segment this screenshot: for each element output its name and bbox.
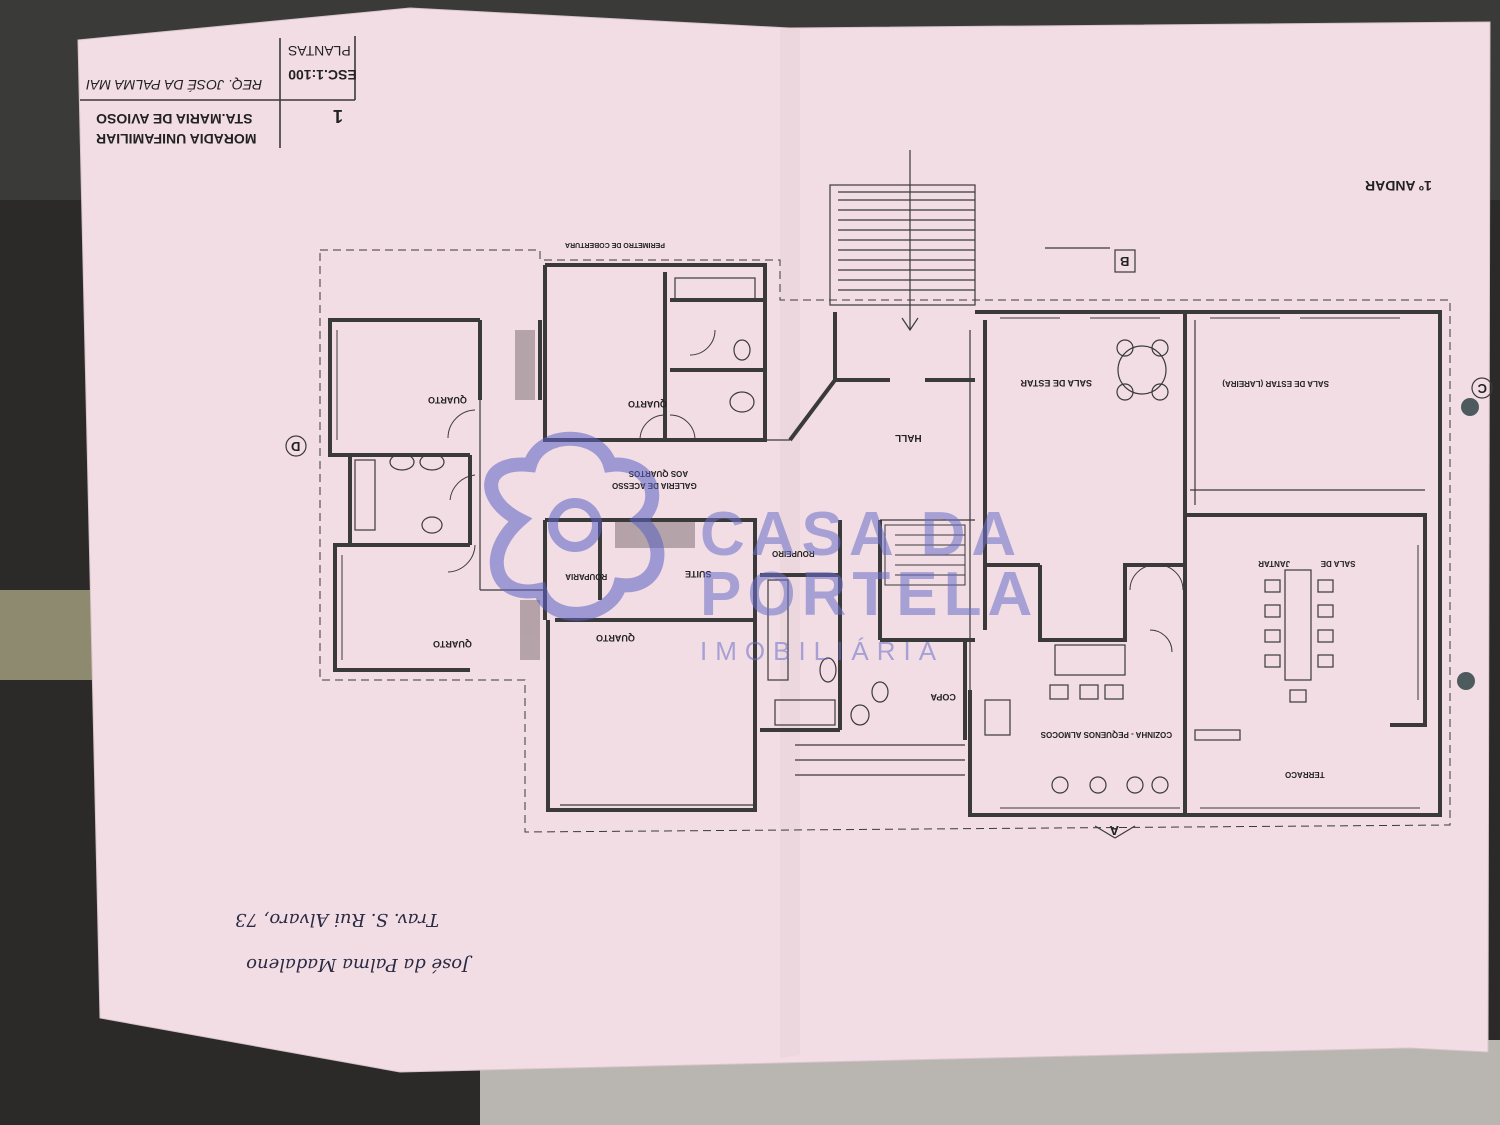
furniture	[984, 339, 1334, 794]
section-markers	[285, 247, 1493, 839]
bathroom-fixtures	[354, 277, 889, 726]
room-label-galeria-2: AOS QUARTOS	[628, 469, 688, 478]
watermark-line3: IMOBILIÁRIA	[700, 636, 944, 666]
punch-hole	[1457, 672, 1475, 690]
room-label-copa: COPA	[930, 692, 956, 702]
watermark-line2: PORTELA	[700, 560, 1038, 629]
watermark-line1: CASA DA	[700, 500, 1022, 569]
room-label-rouparia: ROUPARIA	[565, 572, 607, 581]
punch-hole	[1461, 398, 1479, 416]
internal-stairs	[884, 524, 966, 586]
room-label-quarto-2: QUARTO	[628, 399, 667, 409]
background-band	[0, 590, 110, 680]
room-label-cozinha: COZINHA - PEQUENOS ALMOCOS	[1040, 730, 1172, 739]
background-top	[0, 0, 1500, 200]
section-marker-c: C	[1477, 381, 1487, 396]
background-floor	[480, 1040, 1500, 1125]
section-marker-d: D	[291, 439, 300, 454]
section-marker-a: A	[1109, 823, 1119, 838]
handwritten-note-line2: Trav. S. Rui Alvaro, 73	[235, 909, 439, 930]
section-marker-b: B	[1120, 254, 1129, 269]
perimeter-note: PERIMETRO DE COBERTURA	[565, 241, 665, 248]
room-label-sala-jantar-1: SALA DE	[1320, 559, 1355, 568]
door-swings	[447, 329, 1184, 653]
window-marks	[336, 317, 1420, 809]
wardrobe-hatching	[515, 330, 695, 660]
room-label-sala-jantar-2: JANTAR	[1258, 559, 1290, 568]
watermark-logo	[484, 431, 665, 621]
handwritten-note-line1: José da Palma Madaleno	[246, 954, 473, 975]
room-label-suite: SUITE	[685, 569, 712, 579]
watermark: CASA DA PORTELA IMOBILIÁRIA	[484, 431, 1038, 666]
room-label-roupeiro: ROUPEIRO	[772, 549, 815, 558]
room-label-hall: HALL	[895, 432, 922, 443]
exterior-walls	[328, 263, 1442, 817]
room-label-quarto-1: QUARTO	[428, 395, 467, 405]
perimeter-dashed-line	[319, 249, 1451, 833]
interior-partitions	[479, 320, 1425, 806]
room-label-quarto-3: QUARTO	[433, 639, 472, 649]
room-label-sala-lareira: SALA DE ESTAR (LAREIRA)	[1222, 379, 1329, 388]
room-label-quarto-suite: QUARTO	[596, 633, 635, 643]
room-label-galeria-1: GALERIA DE ACESSO	[612, 481, 697, 490]
room-label-sala-estar: SALA DE ESTAR	[1020, 378, 1092, 388]
room-label-terraco: TERRACO	[1285, 770, 1325, 779]
